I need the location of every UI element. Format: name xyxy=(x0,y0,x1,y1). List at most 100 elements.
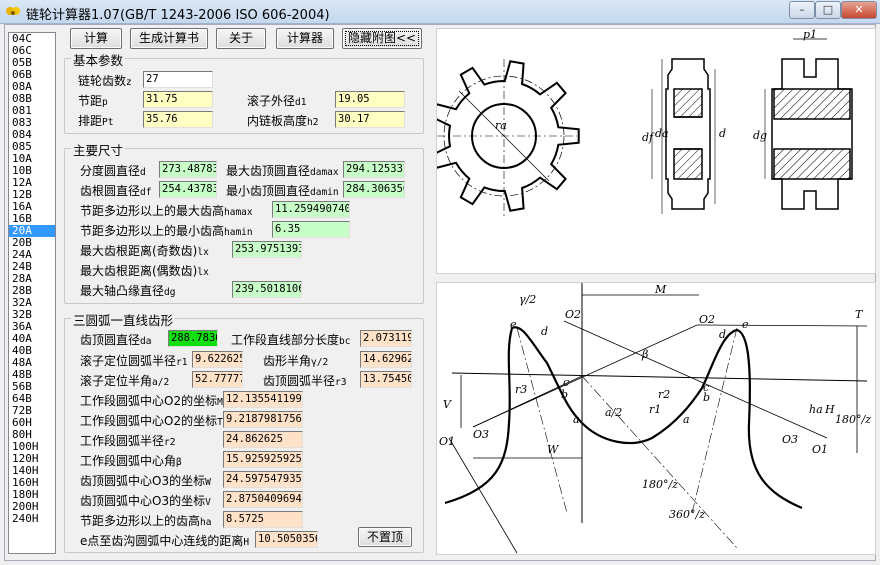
chain-type-item[interactable]: 200H xyxy=(12,500,39,513)
r1-label: 滚子定位圆弧半径r1 xyxy=(80,352,187,369)
gamma-field[interactable]: 14.62962 xyxy=(360,351,412,368)
chain-type-item[interactable]: 24A xyxy=(12,248,32,261)
chain-type-item[interactable]: 180H xyxy=(12,488,39,501)
chain-type-item[interactable]: 083 xyxy=(12,116,32,129)
label-text: 链轮齿数 xyxy=(78,74,127,88)
chain-type-item[interactable]: 20A xyxy=(9,225,55,237)
alpha-field[interactable]: 52.77777 xyxy=(192,371,243,388)
chain-type-item[interactable]: 32A xyxy=(12,296,32,309)
chain-type-item[interactable]: 40B xyxy=(12,344,32,357)
hamax-field[interactable]: 11.2594907407 xyxy=(272,201,350,218)
label-symbol: r1 xyxy=(176,357,188,368)
chain-type-item[interactable]: 140H xyxy=(12,464,39,477)
da-field[interactable]: 288.7836 xyxy=(168,330,218,347)
r1-field[interactable]: 9.622625 xyxy=(192,351,243,368)
V-field[interactable]: 2.87504096948 xyxy=(223,491,303,508)
lx-odd-field[interactable]: 253.9751393 xyxy=(232,241,302,258)
chain-type-item[interactable]: 16A xyxy=(12,200,32,213)
hamin-field[interactable]: 6.35 xyxy=(272,221,350,238)
fig-label-r3: r3 xyxy=(515,383,527,396)
chain-type-item[interactable]: 72B xyxy=(12,404,32,417)
chain-type-item[interactable]: 28A xyxy=(12,272,32,285)
teeth-field[interactable]: 27 xyxy=(143,71,213,88)
chain-type-item[interactable]: 36A xyxy=(12,320,32,333)
chain-type-item[interactable]: 10B xyxy=(12,164,32,177)
maximize-button[interactable]: □ xyxy=(815,1,841,19)
chain-type-item[interactable]: 40A xyxy=(12,332,32,345)
chain-type-item[interactable]: 04C xyxy=(12,32,32,45)
chain-type-item[interactable]: 05B xyxy=(12,56,32,69)
chain-type-item[interactable]: 08B xyxy=(12,92,32,105)
chain-type-item[interactable]: 48B xyxy=(12,368,32,381)
not-topmost-button[interactable]: 不置顶 xyxy=(358,527,412,547)
fig-label-V: V xyxy=(443,398,452,411)
ha-field[interactable]: 8.5725 xyxy=(223,511,303,528)
chain-type-item[interactable]: 120H xyxy=(12,452,39,465)
group-title: 基本参数 xyxy=(71,50,126,69)
calculator-button[interactable]: 计算器 xyxy=(276,28,334,49)
W-field[interactable]: 24.5975479351 xyxy=(223,471,303,488)
label-symbol: hamin xyxy=(224,227,253,238)
chain-type-item[interactable]: 06B xyxy=(12,68,32,81)
d-field[interactable]: 273.48783 xyxy=(159,161,217,178)
label-symbol: β xyxy=(176,457,182,468)
roller-d-field[interactable]: 19.05 xyxy=(335,91,405,108)
chain-type-item[interactable]: 56B xyxy=(12,380,32,393)
chain-type-item[interactable]: 48A xyxy=(12,356,32,369)
chain-type-item[interactable]: 28B xyxy=(12,284,32,297)
chain-type-item[interactable]: 08A xyxy=(12,80,32,93)
chain-type-item[interactable]: 06C xyxy=(12,44,32,57)
label-text: 节距 xyxy=(78,94,103,108)
chain-type-item[interactable]: 160H xyxy=(12,476,39,489)
r2-label: 工作段圆弧半径r2 xyxy=(80,432,175,449)
df-field[interactable]: 254.43783 xyxy=(159,181,217,198)
gamma-label: 齿形半角γ/2 xyxy=(263,352,328,369)
label-symbol: Pt xyxy=(102,117,114,128)
calculate-button[interactable]: 计算 xyxy=(70,28,122,49)
chain-type-item[interactable]: 24B xyxy=(12,260,32,273)
chain-type-item[interactable]: 12A xyxy=(12,176,32,189)
plate-h-label: 内链板高度h2 xyxy=(247,112,318,129)
chain-type-item[interactable]: 085 xyxy=(12,140,32,153)
label-symbol: hamax xyxy=(224,207,253,218)
row-pitch-field[interactable]: 35.76 xyxy=(143,111,213,128)
dg-field[interactable]: 239.5018106 xyxy=(232,281,302,298)
chain-type-item[interactable]: 240H xyxy=(12,512,39,525)
chain-type-item[interactable]: 084 xyxy=(12,128,32,141)
bc-field[interactable]: 2.073119 xyxy=(360,330,412,347)
chain-type-item[interactable]: 12B xyxy=(12,188,32,201)
chain-type-item[interactable]: 10A xyxy=(12,152,32,165)
label-text: 排距 xyxy=(78,114,103,128)
damin-field[interactable]: 284.3063560 xyxy=(343,181,405,198)
fig-label-gamma: γ/2 xyxy=(519,293,536,306)
minimize-button[interactable]: – xyxy=(789,1,815,19)
fig-label-T: T xyxy=(855,308,864,321)
generate-report-button[interactable]: 生成计算书 xyxy=(130,28,208,49)
sprocket-side-view xyxy=(651,58,716,214)
M-field[interactable]: 12.1355411991 xyxy=(223,391,303,408)
beta-field[interactable]: 15.9259259259 xyxy=(223,451,303,468)
chain-type-item[interactable]: 60H xyxy=(12,416,32,429)
chain-type-item[interactable]: 20B xyxy=(12,236,32,249)
fig-label: d xyxy=(719,127,726,140)
hide-figure-button[interactable]: 隐藏附图<< xyxy=(342,28,422,49)
fig-label-ang360: 360°/z xyxy=(669,508,705,521)
r3-field[interactable]: 13.75450 xyxy=(360,371,412,388)
chain-type-item[interactable]: 64B xyxy=(12,392,32,405)
chain-type-item[interactable]: 081 xyxy=(12,104,32,117)
close-button[interactable]: ✕ xyxy=(841,1,877,19)
chain-type-item[interactable]: 100H xyxy=(12,440,39,453)
chain-type-item[interactable]: 16B xyxy=(12,212,32,225)
about-button[interactable]: 关于 xyxy=(216,28,266,49)
H-field[interactable]: 10.5050356 xyxy=(255,531,318,548)
fig-label-beta: β xyxy=(641,348,648,361)
T-field[interactable]: 9.21879817563 xyxy=(223,411,303,428)
pitch-field[interactable]: 31.75 xyxy=(143,91,213,108)
r2-field[interactable]: 24.862625 xyxy=(223,431,303,448)
plate-h-field[interactable]: 30.17 xyxy=(335,111,405,128)
fig-label-O1a: O1 xyxy=(439,435,455,448)
damax-field[interactable]: 294.1253375 xyxy=(343,161,405,178)
chain-type-item[interactable]: 32B xyxy=(12,308,32,321)
chain-type-item[interactable]: 80H xyxy=(12,428,32,441)
